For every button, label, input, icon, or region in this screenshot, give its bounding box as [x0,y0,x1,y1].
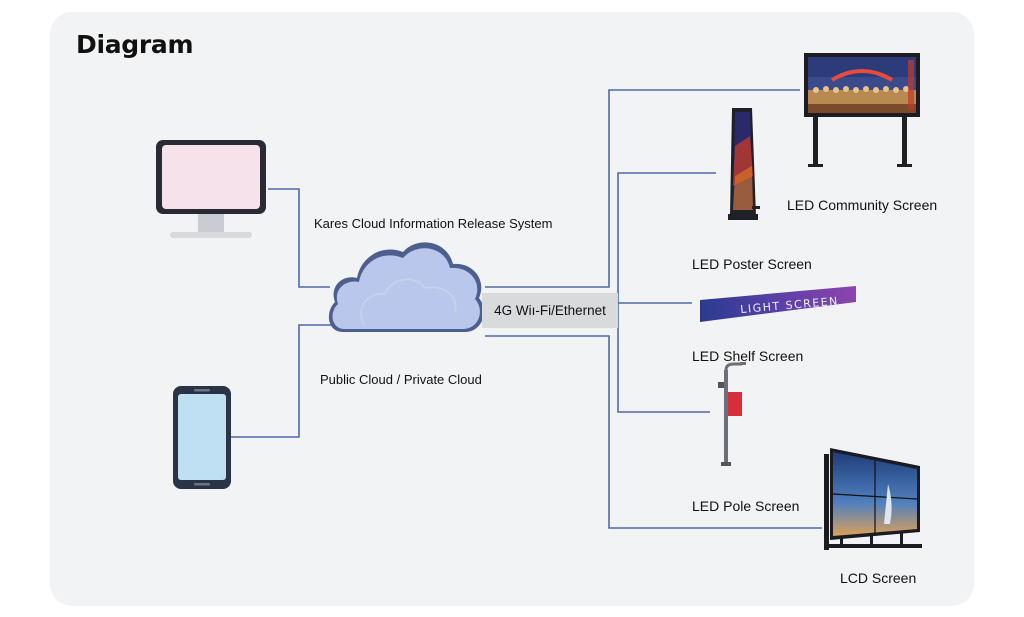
network-label: 4G Wiı-Fi/Ethernet [482,293,618,328]
wire-bus [617,172,716,303]
wire-phone [230,324,336,438]
smartphone-icon [173,386,231,489]
led-poster-screen-icon [728,108,760,220]
led-pole-screen-label: LED Pole Screen [692,498,800,514]
led-community-screen-icon [804,53,920,167]
led-community-screen-label: LED Community Screen [787,197,938,213]
led-shelf-screen-label: LED Shelf Screen [692,348,804,364]
cloud-icon [328,242,484,332]
led-shelf-screen-icon: LIGHT SCREEN [700,286,856,322]
lcd-screen-label: LCD Screen [840,570,917,586]
lcd-screen-icon [824,448,922,550]
wire-cloud-bottom [485,335,822,529]
led-pole-screen-icon [718,362,746,466]
diagram-title: Diagram [76,30,194,59]
wire-monitor [268,188,330,288]
led-poster-screen-label: LED Poster Screen [692,256,812,272]
wire-bus-low [617,303,710,413]
cloud-system-label: Kares Cloud Information Release System [314,216,553,231]
wire-cloud-top [485,89,800,288]
desktop-monitor-icon [156,140,266,238]
cloud-type-label: Public Cloud / Private Cloud [320,372,482,387]
